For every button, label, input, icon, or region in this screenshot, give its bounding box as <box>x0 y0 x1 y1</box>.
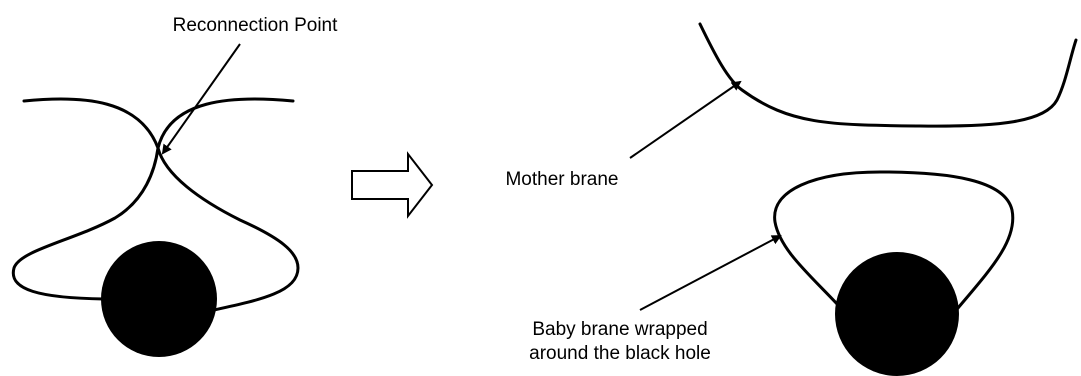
brane-curve-upper-left <box>22 97 160 150</box>
baby-brane-label: Baby brane wrapped around the black hole <box>490 318 750 366</box>
baby-brane-label-line1: Baby brane wrapped <box>532 319 708 340</box>
black-hole-left <box>101 241 217 357</box>
brane-loop-right <box>156 146 300 312</box>
mother-brane-label: Mother brane <box>505 169 619 190</box>
brane-loop-left <box>11 146 160 301</box>
black-hole-right <box>835 252 959 376</box>
reconnection-pointer-arrow <box>161 43 241 155</box>
baby-brane-label-line2: around the black hole <box>529 343 711 364</box>
transition-arrow-icon <box>351 151 434 219</box>
left-brane-group <box>11 97 300 357</box>
mother-brane-curve <box>698 22 1078 128</box>
baby-brane-pointer-arrow <box>639 235 782 311</box>
baby-brane-loop <box>773 170 1015 310</box>
brane-curve-upper-right <box>156 97 295 150</box>
mother-brane-pointer-arrow <box>629 80 742 159</box>
reconnection-point-label: Reconnection Point <box>172 15 338 36</box>
